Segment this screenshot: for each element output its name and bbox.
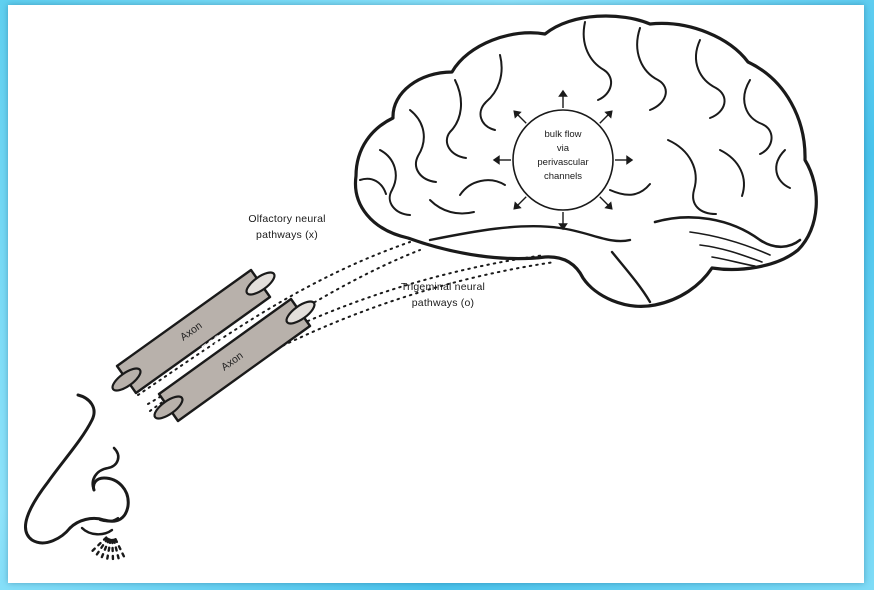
spray-droplet [114, 537, 119, 544]
olfactory-label-line-1: Olfactory neural [248, 213, 325, 225]
flow-arrow-head [604, 110, 613, 119]
flow-arrow-head [558, 89, 568, 97]
spray-droplet [106, 538, 111, 544]
diagram-panel: bulk flow via perivascular channels Axon… [8, 5, 864, 583]
trigeminal-dotted-path [149, 254, 556, 419]
flow-arrow-shaft [517, 196, 527, 206]
spray-droplet [91, 547, 96, 552]
spray-droplet [107, 546, 111, 552]
axon-tube-bottom: Axon [153, 297, 316, 423]
spray-mist-icon [91, 536, 126, 561]
brain-outline [353, 14, 818, 308]
flow-arrow-head [513, 110, 522, 119]
trigeminal-label-line-2: pathways (o) [412, 297, 475, 309]
flow-arrows [492, 89, 634, 231]
center-label-line-1: bulk flow [545, 129, 582, 140]
center-label-line-3: perivascular [537, 157, 588, 168]
center-label-line-2: via [557, 143, 570, 154]
spray-droplet [114, 546, 118, 552]
flow-arrow-shaft [517, 114, 527, 124]
spray-droplet [108, 538, 112, 545]
spray-droplet [102, 536, 108, 541]
axon-tube-top: Axon [111, 268, 276, 395]
spray-droplet [112, 538, 116, 544]
spray-droplet [97, 541, 102, 547]
spray-droplet [104, 537, 109, 543]
flow-arrow-head [558, 223, 568, 231]
trigeminal-label-line-1: Trigeminal neural [401, 281, 485, 293]
intranasal-delivery-diagram: bulk flow via perivascular channels Axon… [23, 14, 818, 561]
perivascular-flow-center: bulk flow via perivascular channels [492, 89, 634, 231]
flow-arrow-shaft [599, 114, 609, 124]
flow-arrow-head [626, 155, 634, 165]
flow-arrow-head [604, 201, 613, 210]
spray-droplet [117, 545, 122, 551]
spray-droplet [100, 544, 105, 549]
nose-outline [23, 393, 130, 545]
spray-droplet [121, 552, 126, 558]
flow-arrow-shaft [599, 196, 609, 206]
flow-arrow-head [492, 155, 500, 165]
spray-droplet [100, 553, 105, 559]
center-label-line-4: channels [544, 171, 582, 182]
olfactory-label-line-2: pathways (x) [256, 229, 318, 241]
spray-droplet [95, 550, 100, 556]
spray-droplet [116, 554, 120, 560]
flow-arrow-head [513, 201, 522, 210]
spray-droplet [106, 554, 110, 560]
spray-droplet [103, 545, 108, 551]
olfactory-dotted-path [137, 241, 421, 405]
